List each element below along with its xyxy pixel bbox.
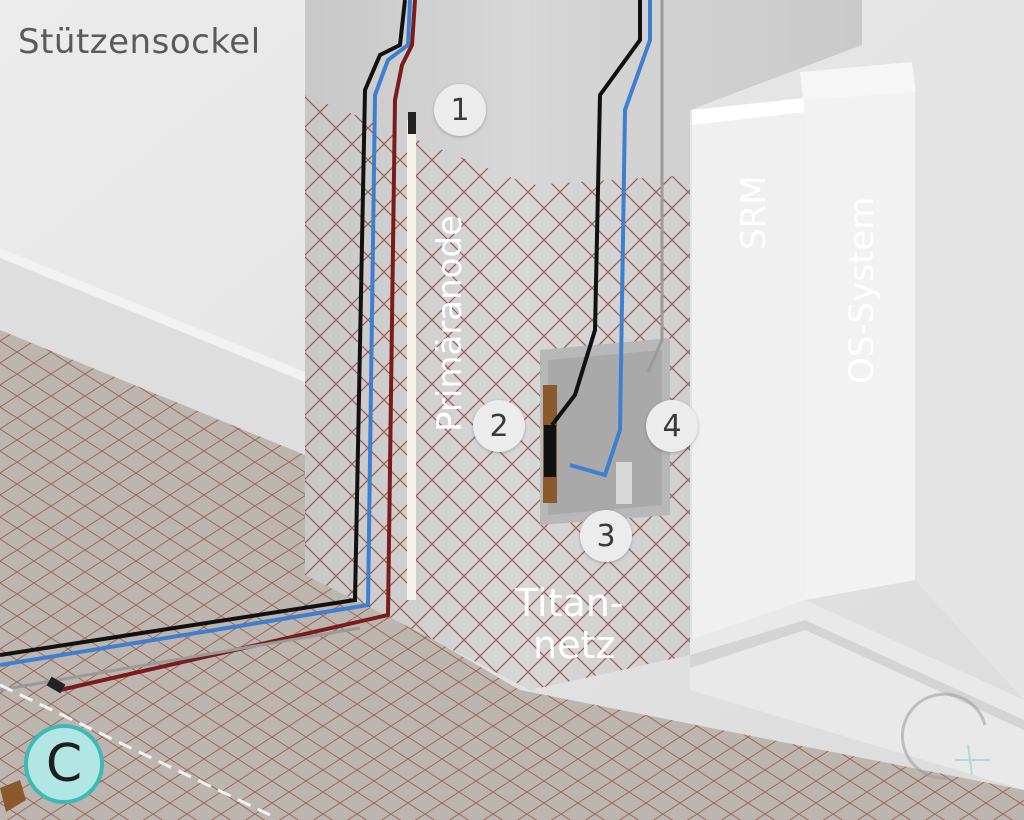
label-titannetz: Titan- netz [515, 582, 624, 666]
cable-gray [0, 626, 361, 692]
label-titan-line2: netz [533, 623, 616, 667]
recess-inner [548, 350, 662, 515]
cable-blue-right [569, 0, 652, 478]
cable-gray-right [646, 0, 664, 373]
title-label: Stützensockel [18, 22, 261, 62]
srm-wall-front [692, 98, 805, 655]
label-os-system: OS-System [842, 196, 882, 384]
section-badge: C [24, 724, 104, 804]
floor-mesh [0, 330, 1024, 820]
cable-blue [0, 0, 412, 667]
cable-clip [408, 112, 416, 134]
label-titan-line1: Titan- [515, 581, 624, 625]
brick [0, 780, 26, 812]
floor-guide-line [0, 683, 271, 817]
left-plinth [0, 255, 305, 455]
watermark-logo [901, 692, 990, 780]
label-srm: SRM [734, 175, 774, 250]
os-wall-side [915, 80, 1024, 700]
marker-3: 3 [580, 510, 632, 562]
srm-wall-top [692, 98, 805, 125]
cable-black [0, 0, 407, 657]
left-plinth-top [0, 248, 305, 382]
label-primaeranode: Primäranode [430, 215, 470, 432]
marker-4: 4 [646, 400, 698, 452]
anode-post [616, 462, 632, 504]
marker-2: 2 [473, 400, 525, 452]
cable-end [46, 676, 66, 694]
connector-black [544, 425, 556, 477]
cable-red [59, 0, 417, 692]
right-base [690, 600, 1024, 790]
cable-black-right [550, 0, 642, 427]
primary-anode-rod [407, 120, 416, 600]
marker-1: 1 [434, 84, 486, 136]
os-wall-front [805, 92, 915, 600]
